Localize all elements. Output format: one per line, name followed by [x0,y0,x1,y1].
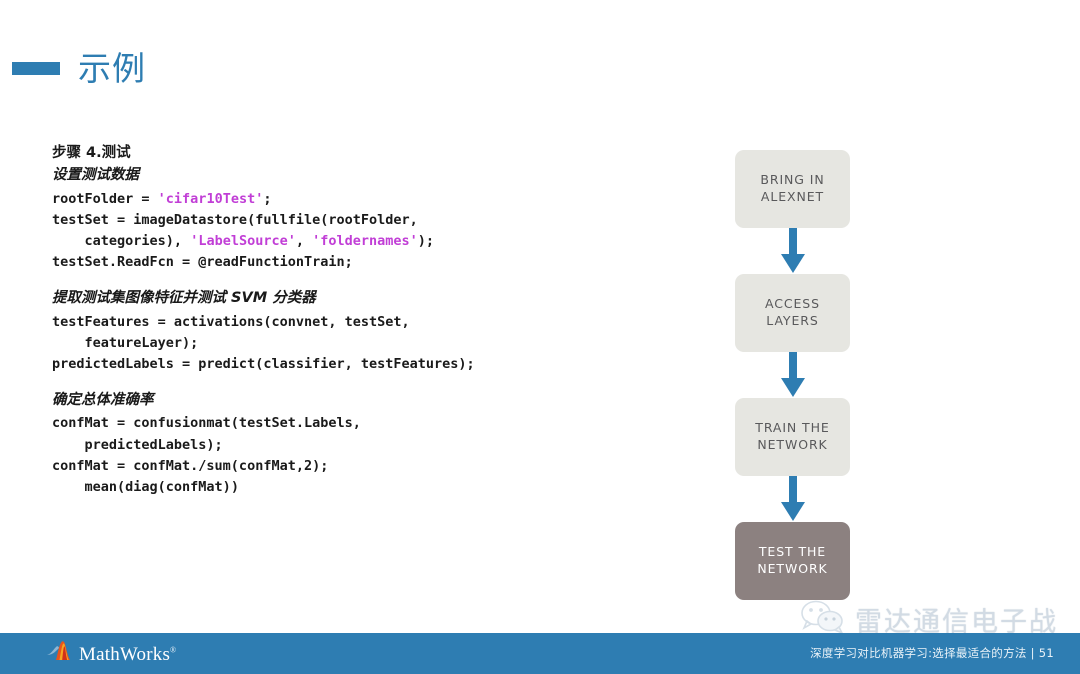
mathworks-wordmark: MathWorks® [79,643,177,665]
code-section: 确定总体准确率 confMat = confusionmat(testSet.L… [52,390,692,499]
footer-caption: 深度学习对比机器学习:选择最适合的方法 | 51 [810,646,1054,660]
code-section: 提取测试集图像特征并测试 SVM 分类器 testFeatures = acti… [52,288,692,376]
section-subheading: 提取测试集图像特征并测试 SVM 分类器 [52,289,316,306]
flow-arrow-down-icon [735,228,850,274]
code-text: categories), [52,233,191,250]
title-accent-bar [12,61,60,75]
wechat-icon [801,600,845,639]
mathworks-membrane-icon [46,640,74,669]
flow-step-box[interactable]: ACCESS LAYERS [735,274,850,352]
flow-step-label: ACCESS LAYERS [765,296,820,328]
section-subheading: 确定总体准确率 [52,391,154,408]
code-text: mean(diag(confMat)) [52,479,239,496]
flow-step-box[interactable]: TRAIN THE NETWORK [735,398,850,476]
code-text: testFeatures = activations(convnet, test… [52,313,410,330]
code-block: testFeatures = activations(convnet, test… [52,312,692,376]
code-text: , [295,233,313,250]
code-text: ); [417,233,435,250]
watermark-text: 雷达通信电子战 [855,607,1058,638]
footer-bar: MathWorks® 深度学习对比机器学习:选择最适合的方法 | 51 [0,633,1080,674]
flow-arrow-down-icon [735,476,850,522]
code-string: 'LabelSource' [190,233,296,250]
flow-arrow-down-icon [735,352,850,398]
code-text: confMat = confusionmat(testSet.Labels, [52,415,361,432]
trademark-symbol: ® [170,645,177,655]
code-block: rootFolder = 'cifar10Test'; testSet = im… [52,189,692,274]
code-text: rootFolder = [52,190,158,207]
section-heading: 步骤 4.测试 [52,145,131,161]
mathworks-logo: MathWorks® [46,640,176,669]
section-subheading: 设置测试数据 [52,166,139,183]
flow-step-label: TRAIN THE NETWORK [755,420,830,452]
code-block: confMat = confusionmat(testSet.Labels, p… [52,413,692,498]
code-section: 步骤 4.测试 设置测试数据 rootFolder = 'cifar10Test… [52,143,692,274]
code-text: ; [263,190,272,207]
flow-step-label: BRING IN ALEXNET [760,172,825,204]
code-text: predictedLabels); [52,436,223,453]
code-text: testSet = imageDatastore(fullfile(rootFo… [52,211,418,228]
slide-title-row: 示例 [0,46,146,90]
flow-step-box[interactable]: TEST THE NETWORK [735,522,850,600]
code-string: 'foldernames' [312,233,418,250]
code-text: testSet.ReadFcn = @readFunctionTrain; [52,254,353,271]
workflow-flowchart: BRING IN ALEXNET ACCESS LAYERS TRAIN THE N… [735,150,850,600]
code-text: predictedLabels = predict(classifier, te… [52,356,475,373]
code-content-column: 步骤 4.测试 设置测试数据 rootFolder = 'cifar10Test… [52,143,692,513]
code-string: 'cifar10Test' [157,190,264,207]
flow-step-box[interactable]: BRING IN ALEXNET [735,150,850,228]
code-text: featureLayer); [52,334,199,351]
watermark: 雷达通信电子战 [801,600,1058,639]
code-text: confMat = confMat./sum(confMat,2); [52,457,329,474]
flow-step-label: TEST THE NETWORK [757,544,828,576]
page-title: 示例 [78,48,146,88]
